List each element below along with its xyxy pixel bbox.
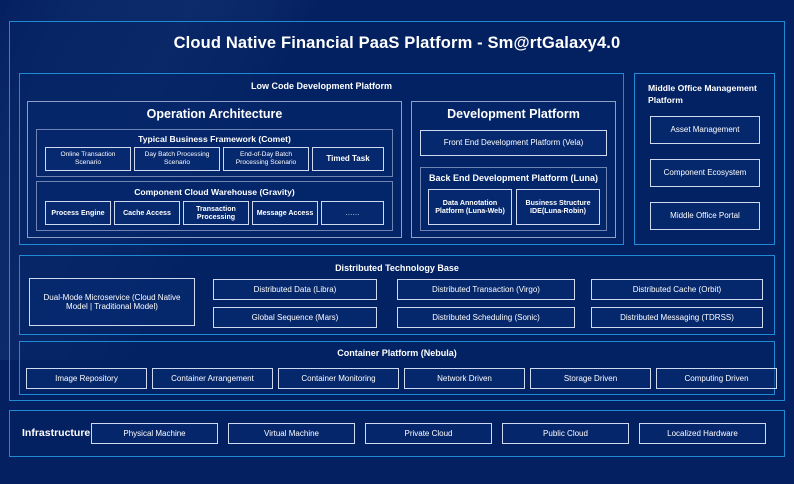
chip-public-cloud[interactable]: Public Cloud — [502, 423, 629, 444]
page-title: Cloud Native Financial PaaS Platform - S… — [173, 34, 621, 52]
typical-business-framework-header: Typical Business Framework (Comet) — [138, 134, 291, 144]
chip-localized-hardware[interactable]: Localized Hardware — [639, 423, 766, 444]
chip-distributed-data[interactable]: Distributed Data (Libra) — [213, 279, 377, 300]
chip-middle-office-portal[interactable]: Middle Office Portal — [650, 202, 760, 230]
middle-office-header: Middle Office Management Platform — [648, 83, 757, 106]
chip-distributed-cache[interactable]: Distributed Cache (Orbit) — [591, 279, 763, 300]
chip-distributed-scheduling[interactable]: Distributed Scheduling (Sonic) — [397, 307, 575, 328]
chip-distributed-transaction[interactable]: Distributed Transaction (Virgo) — [397, 279, 575, 300]
chip-message-access[interactable]: Message Access — [252, 201, 318, 225]
chip-dual-mode-microservice[interactable]: Dual-Mode Microservice (Cloud Native Mod… — [29, 278, 195, 326]
operation-architecture-header: Operation Architecture — [146, 107, 283, 121]
chip-image-repository[interactable]: Image Repository — [26, 368, 147, 389]
chip-day-batch-processing-scenario[interactable]: Day Batch Processing Scenario — [134, 147, 220, 171]
chip-online-transaction-scenario[interactable]: Online Transaction Scenario — [45, 147, 131, 171]
chip-container-monitoring[interactable]: Container Monitoring — [278, 368, 399, 389]
chip-network-driven[interactable]: Network Driven — [404, 368, 525, 389]
chip-business-structure-ide[interactable]: Business Structure IDE(Luna-Robin) — [516, 189, 600, 225]
back-end-development-platform-header: Back End Development Platform (Luna) — [428, 173, 599, 183]
chip-virtual-machine[interactable]: Virtual Machine — [228, 423, 355, 444]
chip-more-ellipsis[interactable]: …… — [321, 201, 384, 225]
distributed-technology-base-header: Distributed Technology Base — [335, 263, 459, 273]
low-code-platform-header: Low Code Development Platform — [250, 81, 393, 91]
chip-private-cloud[interactable]: Private Cloud — [365, 423, 492, 444]
chip-end-of-day-batch-processing-scenario[interactable]: End-of-Day Batch Processing Scenario — [223, 147, 309, 171]
chip-distributed-messaging[interactable]: Distributed Messaging (TDRSS) — [591, 307, 763, 328]
chip-cache-access[interactable]: Cache Access — [114, 201, 180, 225]
chip-container-arrangement[interactable]: Container Arrangement — [152, 368, 273, 389]
chip-asset-management[interactable]: Asset Management — [650, 116, 760, 144]
chip-timed-task[interactable]: Timed Task — [312, 147, 384, 171]
chip-component-ecosystem[interactable]: Component Ecosystem — [650, 159, 760, 187]
chip-computing-driven[interactable]: Computing Driven — [656, 368, 777, 389]
chip-physical-machine[interactable]: Physical Machine — [91, 423, 218, 444]
chip-data-annotation-platform[interactable]: Data Annotation Platform (Luna-Web) — [428, 189, 512, 225]
infrastructure-label: Infrastructure — [22, 427, 91, 439]
container-platform-header: Container Platform (Nebula) — [337, 348, 457, 358]
chip-process-engine[interactable]: Process Engine — [45, 201, 111, 225]
component-cloud-warehouse-header: Component Cloud Warehouse (Gravity) — [134, 187, 295, 197]
chip-storage-driven[interactable]: Storage Driven — [530, 368, 651, 389]
chip-front-end-development-platform[interactable]: Front End Development Platform (Vela) — [420, 130, 607, 156]
chip-global-sequence[interactable]: Global Sequence (Mars) — [213, 307, 377, 328]
development-platform-header: Development Platform — [447, 107, 580, 121]
chip-transaction-processing[interactable]: Transaction Processing — [183, 201, 249, 225]
